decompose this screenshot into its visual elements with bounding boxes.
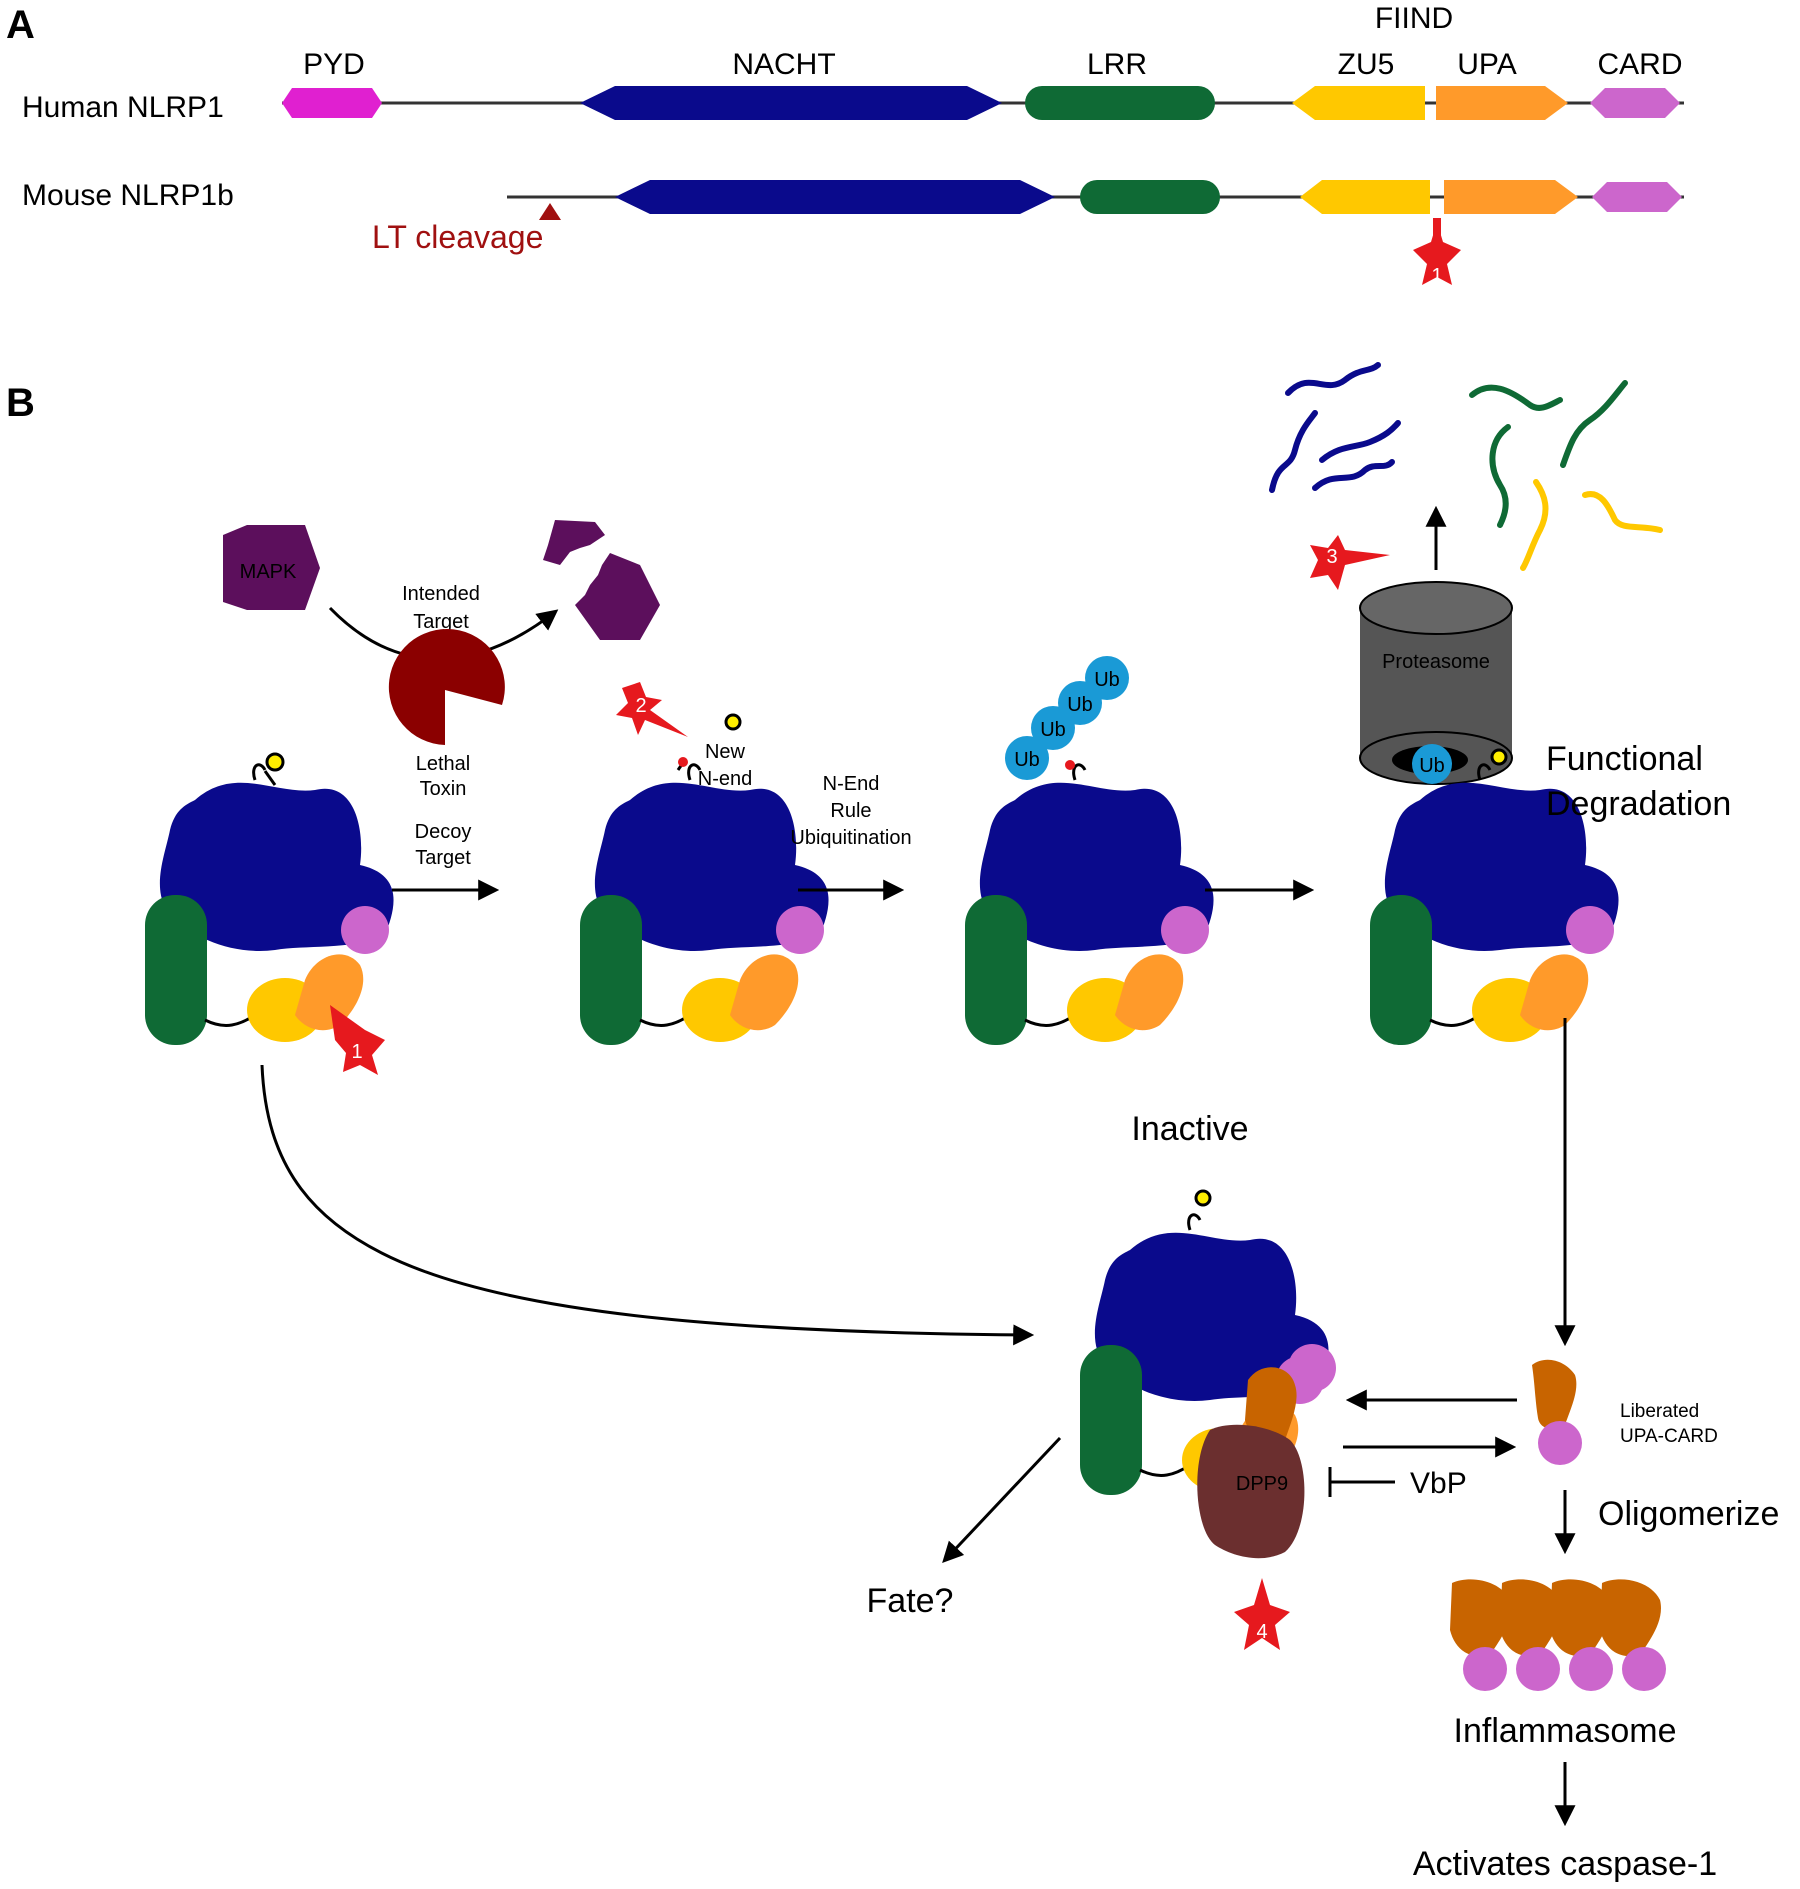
star-1-b-label: 1 <box>351 1041 362 1063</box>
card-label: CARD <box>1597 48 1682 81</box>
n-terminus-2 <box>724 713 742 731</box>
ub-label-4: Ub <box>1094 669 1120 691</box>
proteasome: Proteasome <box>1359 581 1513 785</box>
ub-label-3: Ub <box>1067 694 1093 716</box>
degradation-label: Degradation <box>1546 785 1731 823</box>
ub-label-1: Ub <box>1014 749 1040 771</box>
decoy-label-1: Decoy <box>415 821 472 843</box>
dpp9-label: DPP9 <box>1236 1473 1288 1495</box>
star-1-label: 1 <box>1431 265 1442 287</box>
new-n-end-label-2: N-end <box>698 768 752 790</box>
liberated-upa <box>1532 1359 1577 1430</box>
nlrp1-complex-1 <box>143 763 396 1047</box>
human-nacht-domain <box>580 86 1002 120</box>
dpp9-shape <box>1197 1424 1305 1559</box>
mouse-nacht-domain <box>615 180 1055 214</box>
human-card-domain <box>1590 88 1680 118</box>
star-1-panel-b: 1 <box>330 1005 385 1075</box>
panel-a: Human NLRP1 Mouse NLRP1b PYD NACHT LRR F… <box>22 2 1684 287</box>
extra-card <box>1288 1344 1336 1392</box>
star-3: 3 <box>1310 535 1390 590</box>
oligomerize-label: Oligomerize <box>1598 1495 1779 1533</box>
lt-cleavage-label: LT cleavage <box>372 219 543 255</box>
cleaved-mapk-top <box>543 520 605 565</box>
mouse-lrr-domain <box>1080 180 1220 214</box>
star-1-panel-a: 1 <box>1413 218 1461 287</box>
nacht-label: NACHT <box>732 48 835 81</box>
lt-cleavage-marker <box>539 203 561 220</box>
arrow-to-inactive <box>260 1064 1035 1346</box>
bound-upa <box>1245 1367 1297 1444</box>
mapk-hexagon <box>223 525 320 610</box>
inactive-label: Inactive <box>1131 1110 1248 1148</box>
liberated-card <box>1538 1421 1582 1465</box>
lethal-label-1: Lethal <box>416 753 471 775</box>
upa-label: UPA <box>1457 48 1516 81</box>
arrow-fate <box>942 1436 1062 1564</box>
zu5-label: ZU5 <box>1338 48 1395 81</box>
panel-b-label: B <box>6 381 35 425</box>
intended-label-2: Target <box>413 611 469 633</box>
ub-in-proteasome: Ub <box>1419 755 1445 777</box>
ub-label-2: Ub <box>1040 719 1066 741</box>
ub-1 <box>1005 736 1049 780</box>
n-end-rule-1: N-End <box>823 773 880 795</box>
decoy-label-2: Target <box>415 847 471 869</box>
n-terminus-1 <box>265 752 285 772</box>
nlrp1-complex-3 <box>963 763 1216 1047</box>
inflammasome-oligomer <box>1450 1579 1666 1691</box>
functional-label: Functional <box>1546 740 1703 778</box>
fiind-label: FIIND <box>1375 2 1453 35</box>
star-4: 4 <box>1234 1578 1290 1650</box>
human-nlrp1-label: Human NLRP1 <box>22 91 224 124</box>
peptide-fragments <box>1269 362 1663 571</box>
activates-caspase-label: Activates caspase-1 <box>1413 1845 1717 1883</box>
vbp-label: VbP <box>1410 1467 1467 1500</box>
mouse-upa-domain <box>1444 180 1578 214</box>
star-2: 2 <box>616 682 688 737</box>
n-end-rule-3: Ubiquitination <box>790 827 911 849</box>
star-2-label: 2 <box>635 695 646 717</box>
nlrp1-complex-2 <box>578 763 831 1047</box>
human-pyd-domain <box>282 88 382 118</box>
human-upa-domain <box>1436 86 1568 120</box>
fate-label: Fate? <box>867 1582 954 1620</box>
intended-label-1: Intended <box>402 583 480 605</box>
mouse-nlrp1b-label: Mouse NLRP1b <box>22 179 234 212</box>
mapk-label: MAPK <box>240 561 297 583</box>
ub-4 <box>1085 656 1129 700</box>
star-3-label: 3 <box>1326 546 1337 568</box>
cleaved-mapk-bottom <box>575 553 660 640</box>
human-zu5-domain <box>1292 86 1425 120</box>
liberated-label-2: UPA-CARD <box>1620 1426 1718 1447</box>
lethal-toxin-shape <box>388 629 505 745</box>
proteasome-label: Proteasome <box>1382 651 1490 673</box>
inflammasome-label: Inflammasome <box>1454 1712 1677 1750</box>
lethal-label-2: Toxin <box>420 778 467 800</box>
new-n-end-dot <box>678 757 688 767</box>
panel-a-label: A <box>6 3 35 47</box>
panel-b: MAPK Intended Target Lethal Toxin Decoy … <box>143 362 1779 1883</box>
new-n-end-label-1: New <box>705 741 746 763</box>
mouse-card-domain <box>1592 182 1682 212</box>
n-end-rule-2: Rule <box>830 800 871 822</box>
mouse-zu5-domain <box>1300 180 1430 214</box>
star-4-label: 4 <box>1256 1621 1267 1643</box>
lrr-label: LRR <box>1087 48 1147 81</box>
liberated-label-1: Liberated <box>1620 1401 1699 1422</box>
pyd-label: PYD <box>303 48 365 81</box>
human-lrr-domain <box>1025 86 1215 120</box>
